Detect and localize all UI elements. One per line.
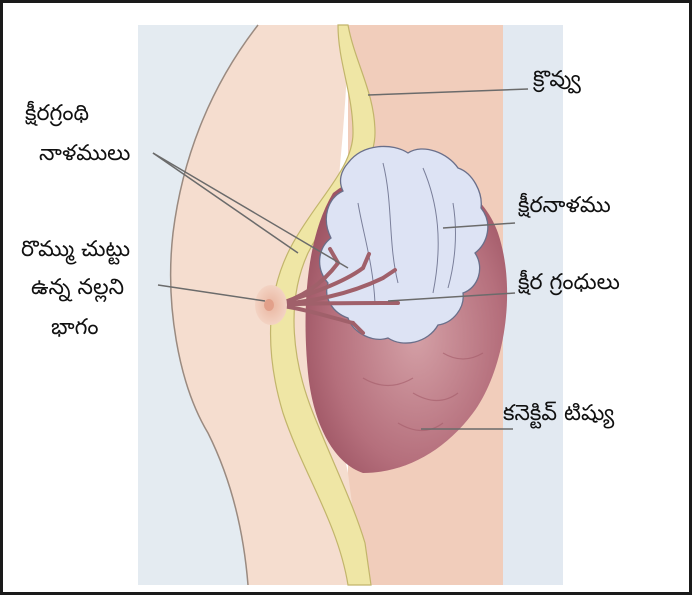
- label-lobule-ducts-line1: క్షీరగ్రంథి: [25, 101, 89, 127]
- label-connective-tissue: కనెక్టివ్ టిష్యు: [503, 401, 614, 427]
- label-mammary-glands: క్షీర గ్రంధులు: [518, 270, 620, 296]
- nipple: [264, 299, 274, 311]
- label-areola-line2: ఉన్న నల్లని: [31, 275, 124, 301]
- label-areola-line3: భాగం: [51, 315, 99, 341]
- label-lactiferous-duct: క్షీరనాళము: [518, 193, 611, 219]
- label-fat: క్రొవ్వు: [533, 67, 581, 93]
- background-strip-right: [503, 25, 563, 585]
- label-areola-line1: రొమ్ము చుట్టు: [21, 237, 130, 263]
- label-lobule-ducts-line2: నాళములు: [39, 141, 130, 167]
